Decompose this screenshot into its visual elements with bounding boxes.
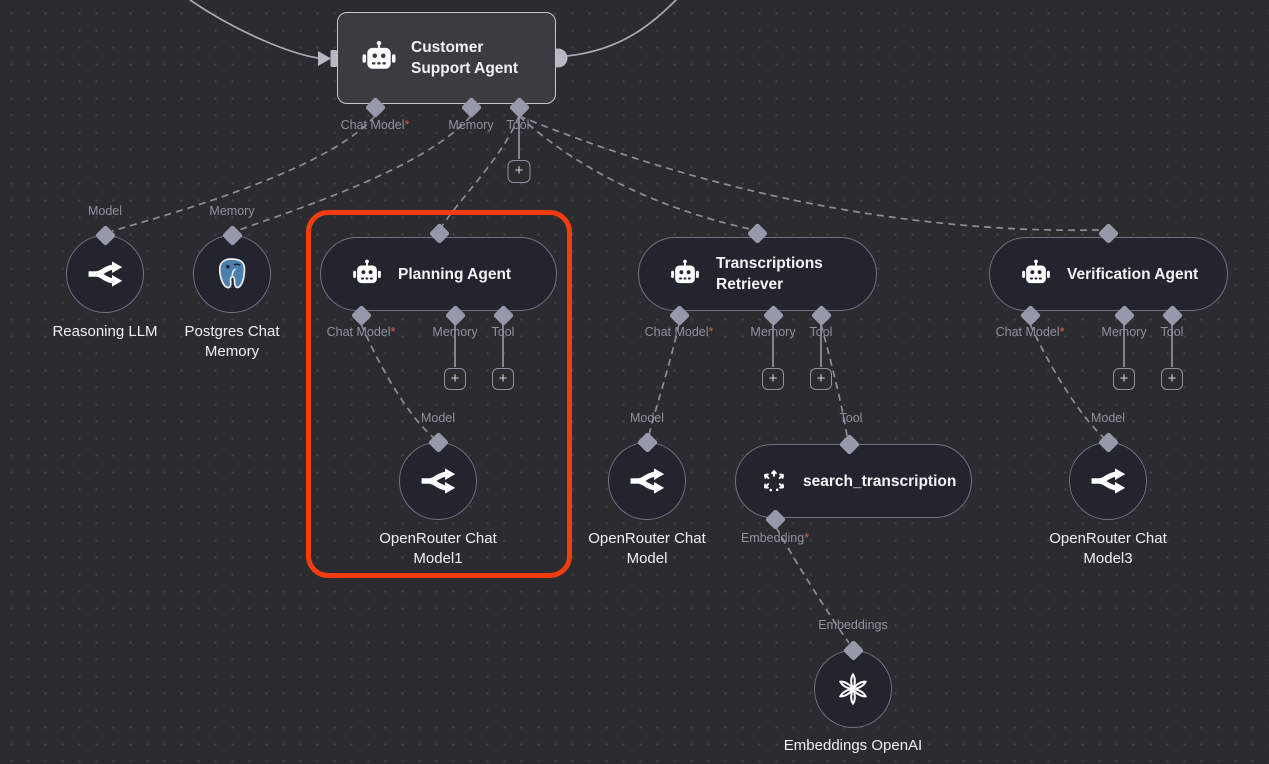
node-postgres-chat-memory[interactable]: [193, 235, 271, 313]
port-label-model: Model: [1090, 411, 1126, 425]
node-title: Planning Agent: [398, 265, 512, 283]
node-label-embeddings-openai: Embeddings OpenAI: [783, 737, 923, 754]
edge-outgoing-main[interactable]: [566, 0, 678, 57]
edge-transcriptions-tool-to-search[interactable]: [820, 323, 848, 437]
add-tool-button[interactable]: +: [507, 160, 531, 183]
edge-incoming-main[interactable]: [189, 0, 319, 59]
add-memory-button[interactable]: +: [444, 368, 466, 390]
port-label-tool: Tool: [1160, 325, 1184, 339]
port-label-chat-model: Chat Model*: [326, 325, 396, 339]
add-memory-button[interactable]: +: [1113, 368, 1135, 390]
node-customer-support-agent[interactable]: Customer Support Agent: [337, 12, 556, 104]
node-title: Verification Agent: [1067, 265, 1199, 283]
port-label-tool: Tool: [506, 118, 530, 132]
openrouter-icon: [85, 254, 125, 294]
edge-csa-memory-to-postgres[interactable]: [238, 115, 472, 231]
add-tool-button[interactable]: +: [492, 368, 514, 390]
node-label-openrouter-chat-model1: OpenRouter Chat Model1: [379, 530, 497, 567]
add-tool-button[interactable]: +: [1161, 368, 1183, 390]
edge-csa-tool-to-verification[interactable]: [518, 115, 1101, 232]
robot-icon: [351, 258, 383, 290]
postgres-icon: [213, 255, 251, 293]
node-title: Customer Support Agent: [411, 39, 519, 77]
openrouter-icon: [418, 461, 458, 501]
openrouter-icon: [1088, 461, 1128, 501]
node-label-openrouter-chat-model: OpenRouter Chat Model: [588, 530, 706, 567]
openrouter-icon: [627, 461, 667, 501]
node-search-transcription[interactable]: search_transcription: [735, 444, 972, 518]
port-label-model: Model: [420, 411, 456, 425]
port-label-chat-model: Chat Model*: [995, 325, 1065, 339]
port-label-tool: Tool: [491, 325, 515, 339]
node-title: search_transcription: [803, 472, 957, 490]
port-label-memory: Memory: [432, 325, 478, 339]
node-openrouter-chat-model3[interactable]: [1069, 442, 1147, 520]
port-label-memory: Memory: [750, 325, 796, 339]
edge-csa-chatmodel-to-reasoning[interactable]: [111, 115, 376, 232]
port-label-chat-model: Chat Model*: [340, 118, 410, 132]
add-tool-button[interactable]: +: [810, 368, 832, 390]
node-transcriptions-retriever[interactable]: Transcriptions Retriever: [638, 237, 877, 311]
add-memory-button[interactable]: +: [762, 368, 784, 390]
edge-transcriptions-chatmodel-to-model[interactable]: [648, 323, 680, 436]
edge-verification-chatmodel-to-model3[interactable]: [1029, 323, 1105, 439]
vector-tool-icon: [758, 465, 790, 497]
node-embeddings-openai[interactable]: [814, 650, 892, 728]
node-openrouter-chat-model[interactable]: [608, 442, 686, 520]
node-reasoning-llm[interactable]: [66, 235, 144, 313]
port-label-embedding: Embedding*: [740, 531, 810, 545]
edge-planning-chatmodel-to-model1[interactable]: [360, 323, 435, 439]
node-openrouter-chat-model1[interactable]: [399, 442, 477, 520]
node-label-reasoning-llm: Reasoning LLM: [52, 323, 158, 340]
port-label-tool: Tool: [809, 325, 833, 339]
edge-csa-tool-to-planning[interactable]: [441, 115, 520, 227]
port-label-memory: Memory: [1101, 325, 1147, 339]
port-label-memory: Memory: [209, 204, 255, 218]
edge-search-embedding-to-embeddings[interactable]: [775, 526, 850, 644]
robot-icon: [1020, 258, 1052, 290]
port-label-tool: Tool: [839, 411, 863, 425]
robot-icon: [360, 39, 398, 77]
robot-icon: [669, 258, 701, 290]
node-planning-agent[interactable]: Planning Agent: [320, 237, 557, 311]
port-label-model: Model: [629, 411, 665, 425]
node-label-openrouter-chat-model3: OpenRouter Chat Model3: [1049, 530, 1167, 567]
port-label-embeddings: Embeddings: [818, 618, 888, 632]
openai-icon: [834, 670, 872, 708]
port-label-memory: Memory: [448, 118, 494, 132]
node-title: Transcriptions Retriever: [716, 255, 823, 293]
port-label-chat-model: Chat Model*: [644, 325, 714, 339]
node-label-postgres-chat-memory: Postgres Chat Memory: [184, 323, 280, 360]
edge-csa-tool-to-transcriptions[interactable]: [518, 115, 751, 230]
node-verification-agent[interactable]: Verification Agent: [989, 237, 1228, 311]
port-label-model: Model: [87, 204, 123, 218]
input-arrow-icon: [318, 51, 331, 66]
